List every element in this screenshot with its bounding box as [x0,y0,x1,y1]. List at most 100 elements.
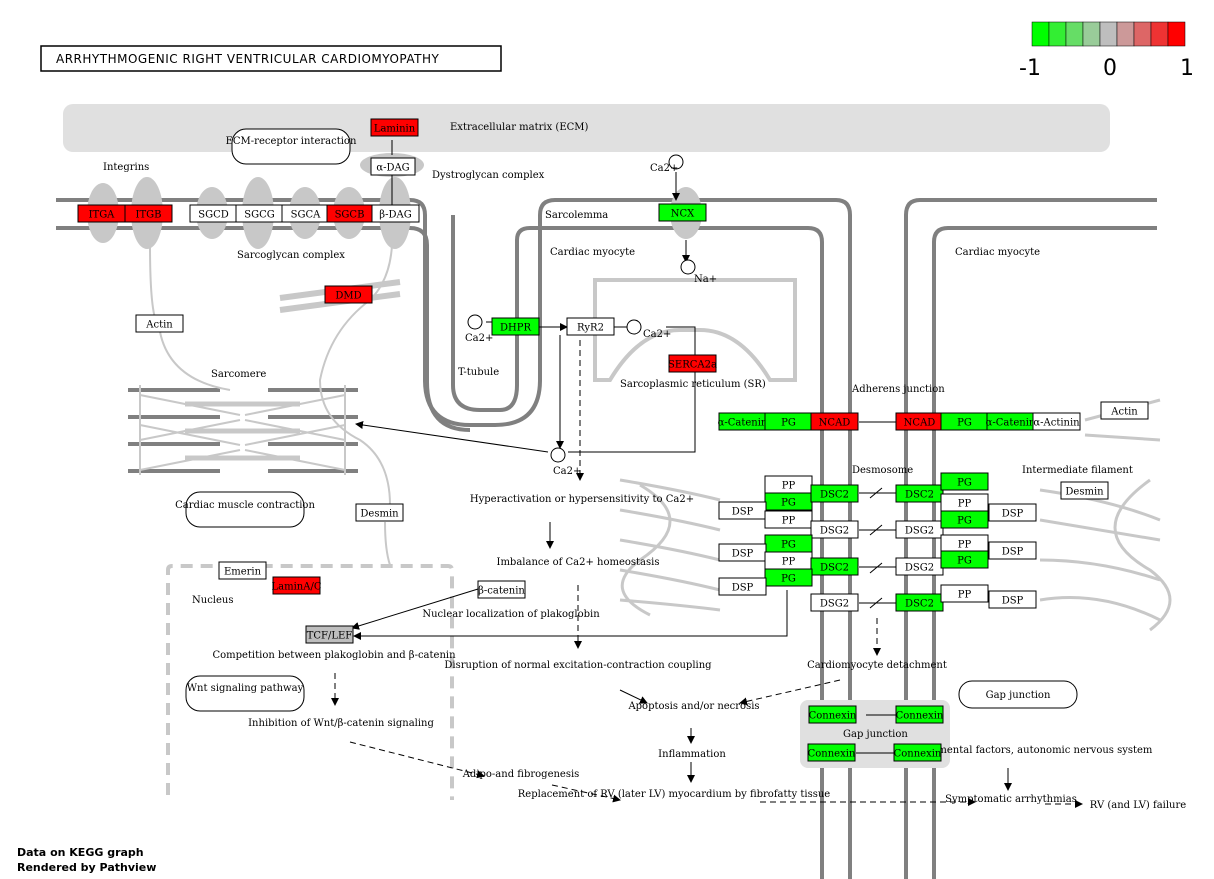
gene-ncx[interactable]: NCX [658,203,707,222]
gene-box [305,625,354,644]
gene-b-catenin[interactable]: β-catenin [477,580,526,599]
title-box: ARRHYTHMOGENIC RIGHT VENTRICULAR CARDIOM… [40,45,502,72]
gene-label: LaminA/C [272,582,322,593]
gene-connexin-3[interactable]: Connexin [807,743,856,762]
gene-ryr2[interactable]: RyR2 [566,317,615,336]
adipo-label: Adipo-and fibrogenesis [462,769,580,780]
gene-lamin[interactable]: LaminA/C [272,576,322,595]
gene-pp-3[interactable]: PP [764,551,813,570]
gene-label: PG [781,574,796,585]
gene-box [658,203,707,222]
gene-dsp-l1[interactable]: DSP [718,501,767,520]
gene-pp-1[interactable]: PP [764,475,813,494]
gene-dsp-l3[interactable]: DSP [718,577,767,596]
gene-connexin-1[interactable]: Connexin [808,705,857,724]
legend-cell [1065,21,1084,47]
gene-pg-ds3[interactable]: PG [764,568,813,587]
gene-actin-right[interactable]: Actin [1100,401,1149,420]
gene-label: α-DAG [376,163,409,174]
gene-dhpr[interactable]: DHPR [491,317,540,336]
gene-pg-aj-right[interactable]: PG [940,412,989,431]
sarcomere-label: Sarcomere [211,369,266,380]
gene-label: β-catenin [478,586,525,597]
gene-label: PG [957,478,972,489]
gene-sgca[interactable]: SGCA [281,204,330,223]
gene-dsg2-r2[interactable]: DSG2 [895,557,944,576]
gene-ncad-left[interactable]: NCAD [810,412,859,431]
gene-label: NCX [671,209,695,220]
gene-label: Actin [1110,407,1138,418]
gene-b-dag[interactable]: β-DAG [371,204,420,223]
gene-connexin-2[interactable]: Connexin [895,705,944,724]
wnt-label: Wnt signaling pathway [187,683,304,694]
gene-sgcb[interactable]: SGCB [326,204,373,223]
gene-dsg2-l1[interactable]: DSG2 [810,520,859,539]
gene-dsp-l2[interactable]: DSP [718,543,767,562]
gene-label: Desmin [1065,487,1104,498]
gene-label: Connexin [896,711,944,722]
gene-dsg2-r1[interactable]: DSG2 [895,520,944,539]
gene-label: SGCG [244,210,274,221]
gene-a-catenin-left[interactable]: α-Catenin [718,412,768,431]
gap-junction-pathway-link[interactable]: Gap junction [958,680,1078,709]
gene-sgcg[interactable]: SGCG [235,204,284,223]
gene-dsp-r1[interactable]: DSP [988,503,1037,522]
gene-connexin-4[interactable]: Connexin [893,743,942,762]
gene-actin-left[interactable]: Actin [135,314,184,333]
ecm-receptor-label: ECM-receptor interaction [226,136,357,147]
wnt-pathway-link[interactable]: Wnt signaling pathway [185,675,305,712]
gene-dsc2-l2[interactable]: DSC2 [810,557,859,576]
gene-dmd[interactable]: DMD [324,285,373,304]
gene-pp-r1[interactable]: PP [940,493,989,512]
legend-cell [1099,21,1118,47]
gene-dsg2-l2[interactable]: DSG2 [810,593,859,612]
gene-laminin[interactable]: Laminin [370,118,419,137]
gene-label: Connexin [808,749,856,760]
gene-a-actinin[interactable]: α-Actinin [1032,412,1081,431]
gene-pp-r3[interactable]: PP [940,584,989,603]
gene-dsc2-r2[interactable]: DSC2 [895,593,944,612]
color-legend: -1 0 1 [1019,21,1194,81]
cardiac-muscle-pathway-link[interactable]: Cardiac muscle contraction [175,491,315,528]
gene-ncad-right[interactable]: NCAD [895,412,944,431]
gene-dsc2-l1[interactable]: DSC2 [810,484,859,503]
gene-label: DMD [335,291,361,302]
ca-sr-compound [626,319,642,335]
gene-box [371,204,420,223]
gene-pp-2[interactable]: PP [764,510,813,529]
gene-emerin[interactable]: Emerin [218,561,267,580]
gene-label: NCAD [904,418,936,429]
gene-itgb[interactable]: ITGB [124,204,173,223]
ca-dhpr-label: Ca2+ [465,333,493,344]
gene-desmin-left[interactable]: Desmin [355,503,404,522]
gene-label: SGCA [291,210,321,221]
gene-box [810,593,859,612]
replacement-label: Replacement of RV (later LV) myocardium … [518,789,830,800]
gene-pp-r2[interactable]: PP [940,534,989,553]
gene-pg-ds1[interactable]: PG [764,492,813,511]
gene-pg-r3[interactable]: PG [940,550,989,569]
gene-label: α-Actinin [1033,418,1080,429]
gene-itga[interactable]: ITGA [77,204,126,223]
gene-pg-ds2[interactable]: PG [764,534,813,553]
gene-label: PG [781,540,796,551]
gene-label: DSG2 [820,526,849,537]
sarcoglycan-label: Sarcoglycan complex [237,250,345,261]
gene-label: PP [782,557,796,568]
gene-dsp-r3[interactable]: DSP [988,590,1037,609]
gene-pg-r2[interactable]: PG [940,510,989,529]
gene-serca2a[interactable]: SERCA2a [668,354,717,373]
gene-tcf-lef[interactable]: TCF/LEF [305,625,354,644]
gene-box [810,557,859,576]
gene-sgcd[interactable]: SGCD [189,204,238,223]
gene-dsc2-r1[interactable]: DSC2 [895,484,944,503]
gene-dsp-r2[interactable]: DSP [988,541,1037,560]
gene-a-catenin-right-green[interactable]: α-Catenin [986,412,1036,431]
gene-desmin-right[interactable]: Desmin [1060,481,1109,500]
gene-pg-r1[interactable]: PG [940,472,989,491]
gene-label: β-DAG [379,210,411,221]
ecm-receptor-pathway-link[interactable]: ECM-receptor interaction [226,128,357,165]
gene-a-dag[interactable]: α-DAG [370,157,416,176]
gene-label: DSP [1002,547,1024,558]
gene-pg-aj-left[interactable]: PG [764,412,813,431]
